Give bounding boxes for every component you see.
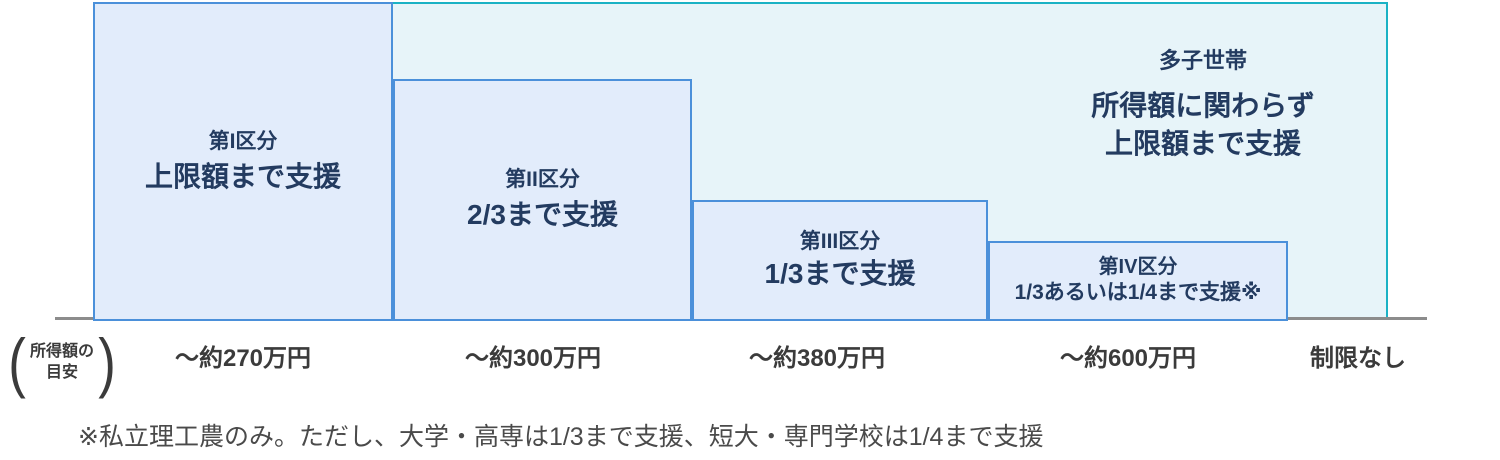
multi-child-title: 多子世帯 bbox=[1158, 48, 1247, 73]
tier-box-3: 第III区分 1/3まで支援 bbox=[692, 200, 988, 321]
tier-3-support: 1/3まで支援 bbox=[764, 258, 916, 290]
multi-child-line2: 上限額まで支援 bbox=[1104, 128, 1301, 159]
tier-2-name: 第II区分 bbox=[505, 168, 580, 192]
income-axis-legend-line2: 目安 bbox=[45, 364, 78, 381]
close-paren: ) bbox=[98, 325, 116, 399]
tier-2-support: 2/3まで支援 bbox=[467, 199, 618, 231]
tier-1-support: 上限額まで支援 bbox=[144, 160, 341, 192]
tick-label-300: 〜約300万円 bbox=[464, 345, 602, 372]
open-paren: ( bbox=[8, 325, 26, 399]
tier-4-name: 第IV区分 bbox=[1098, 256, 1178, 279]
tick-label-270: 〜約270万円 bbox=[174, 345, 312, 372]
tier-1-name: 第I区分 bbox=[208, 129, 278, 153]
tick-label-600: 〜約600万円 bbox=[1059, 345, 1197, 372]
income-axis-legend-line1: 所得額の bbox=[29, 343, 94, 360]
income-axis-legend-text: 所得額の 目安 bbox=[28, 341, 96, 383]
tier-box-1: 第I区分 上限額まで支援 bbox=[93, 2, 393, 321]
multi-child-label: 多子世帯 所得額に関わらず 上限額まで支援 bbox=[1013, 48, 1393, 163]
tick-label-380: 〜約380万円 bbox=[748, 345, 886, 372]
tier-box-2: 第II区分 2/3まで支援 bbox=[393, 79, 692, 321]
tier-4-support: 1/3あるいは1/4まで支援※ bbox=[1014, 281, 1262, 305]
tick-label-nolimit: 制限なし bbox=[1310, 345, 1406, 372]
tier-3-name: 第III区分 bbox=[799, 230, 881, 254]
tier-box-4: 第IV区分 1/3あるいは1/4まで支援※ bbox=[988, 241, 1288, 321]
income-axis-legend: ( 所得額の 目安 ) bbox=[6, 325, 118, 399]
footnote: ※私立理工農のみ。ただし、大学・高専は1/3まで支援、短大・専門学校は1/4まで… bbox=[78, 423, 1044, 451]
multi-child-line1: 所得額に関わらず bbox=[1091, 90, 1315, 121]
